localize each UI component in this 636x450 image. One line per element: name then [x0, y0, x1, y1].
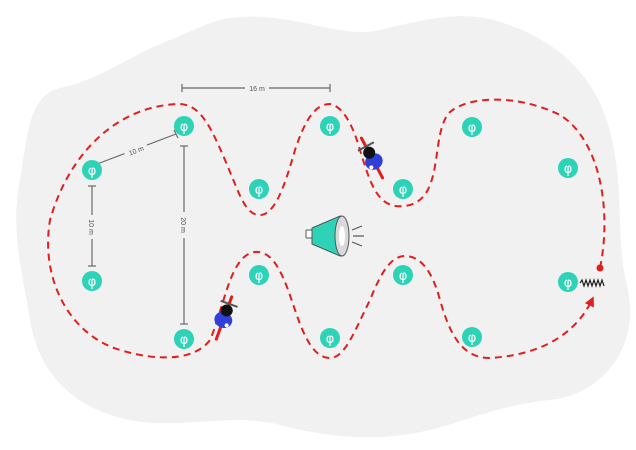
cone-marker: φ — [393, 265, 413, 285]
svg-text:φ: φ — [564, 162, 573, 177]
cone-marker: φ — [320, 116, 340, 136]
svg-text:φ: φ — [399, 269, 408, 284]
cone-marker: φ — [174, 116, 194, 136]
cyclist-icon — [357, 136, 385, 180]
cycling-route — [47, 98, 606, 360]
svg-text:φ: φ — [88, 164, 97, 179]
cone-marker: φ — [393, 179, 413, 199]
svg-text:φ: φ — [255, 183, 264, 198]
svg-text:φ: φ — [468, 331, 477, 346]
cone-marker: φ — [320, 328, 340, 348]
megaphone-icon — [305, 215, 364, 257]
cone-marker: φ — [82, 160, 102, 180]
svg-text:φ: φ — [88, 275, 97, 290]
cone-marker: φ — [249, 265, 269, 285]
cyclist-icon — [214, 295, 238, 341]
cone-marker: φ — [558, 272, 578, 292]
vertical-measurement-label: 20 m — [179, 217, 186, 233]
svg-text:φ: φ — [564, 276, 573, 291]
left-measurement-label: 10 m — [87, 219, 94, 235]
svg-text:φ: φ — [399, 183, 408, 198]
cone-marker: φ — [174, 329, 194, 349]
svg-text:φ: φ — [180, 333, 189, 348]
top-measurement-label: 16 m — [249, 86, 265, 93]
cone-marker: φ — [462, 117, 482, 137]
zigzag-finish-icon — [579, 278, 605, 288]
cone-marker: φ — [462, 327, 482, 347]
svg-text:φ: φ — [468, 121, 477, 136]
svg-text:φ: φ — [180, 120, 189, 135]
svg-text:φ: φ — [326, 120, 335, 135]
route-start-dot — [596, 264, 604, 272]
svg-text:φ: φ — [255, 269, 264, 284]
cone-marker: φ — [558, 158, 578, 178]
cone-marker: φ — [82, 271, 102, 291]
cone-marker: φ — [249, 179, 269, 199]
svg-text:φ: φ — [326, 332, 335, 347]
